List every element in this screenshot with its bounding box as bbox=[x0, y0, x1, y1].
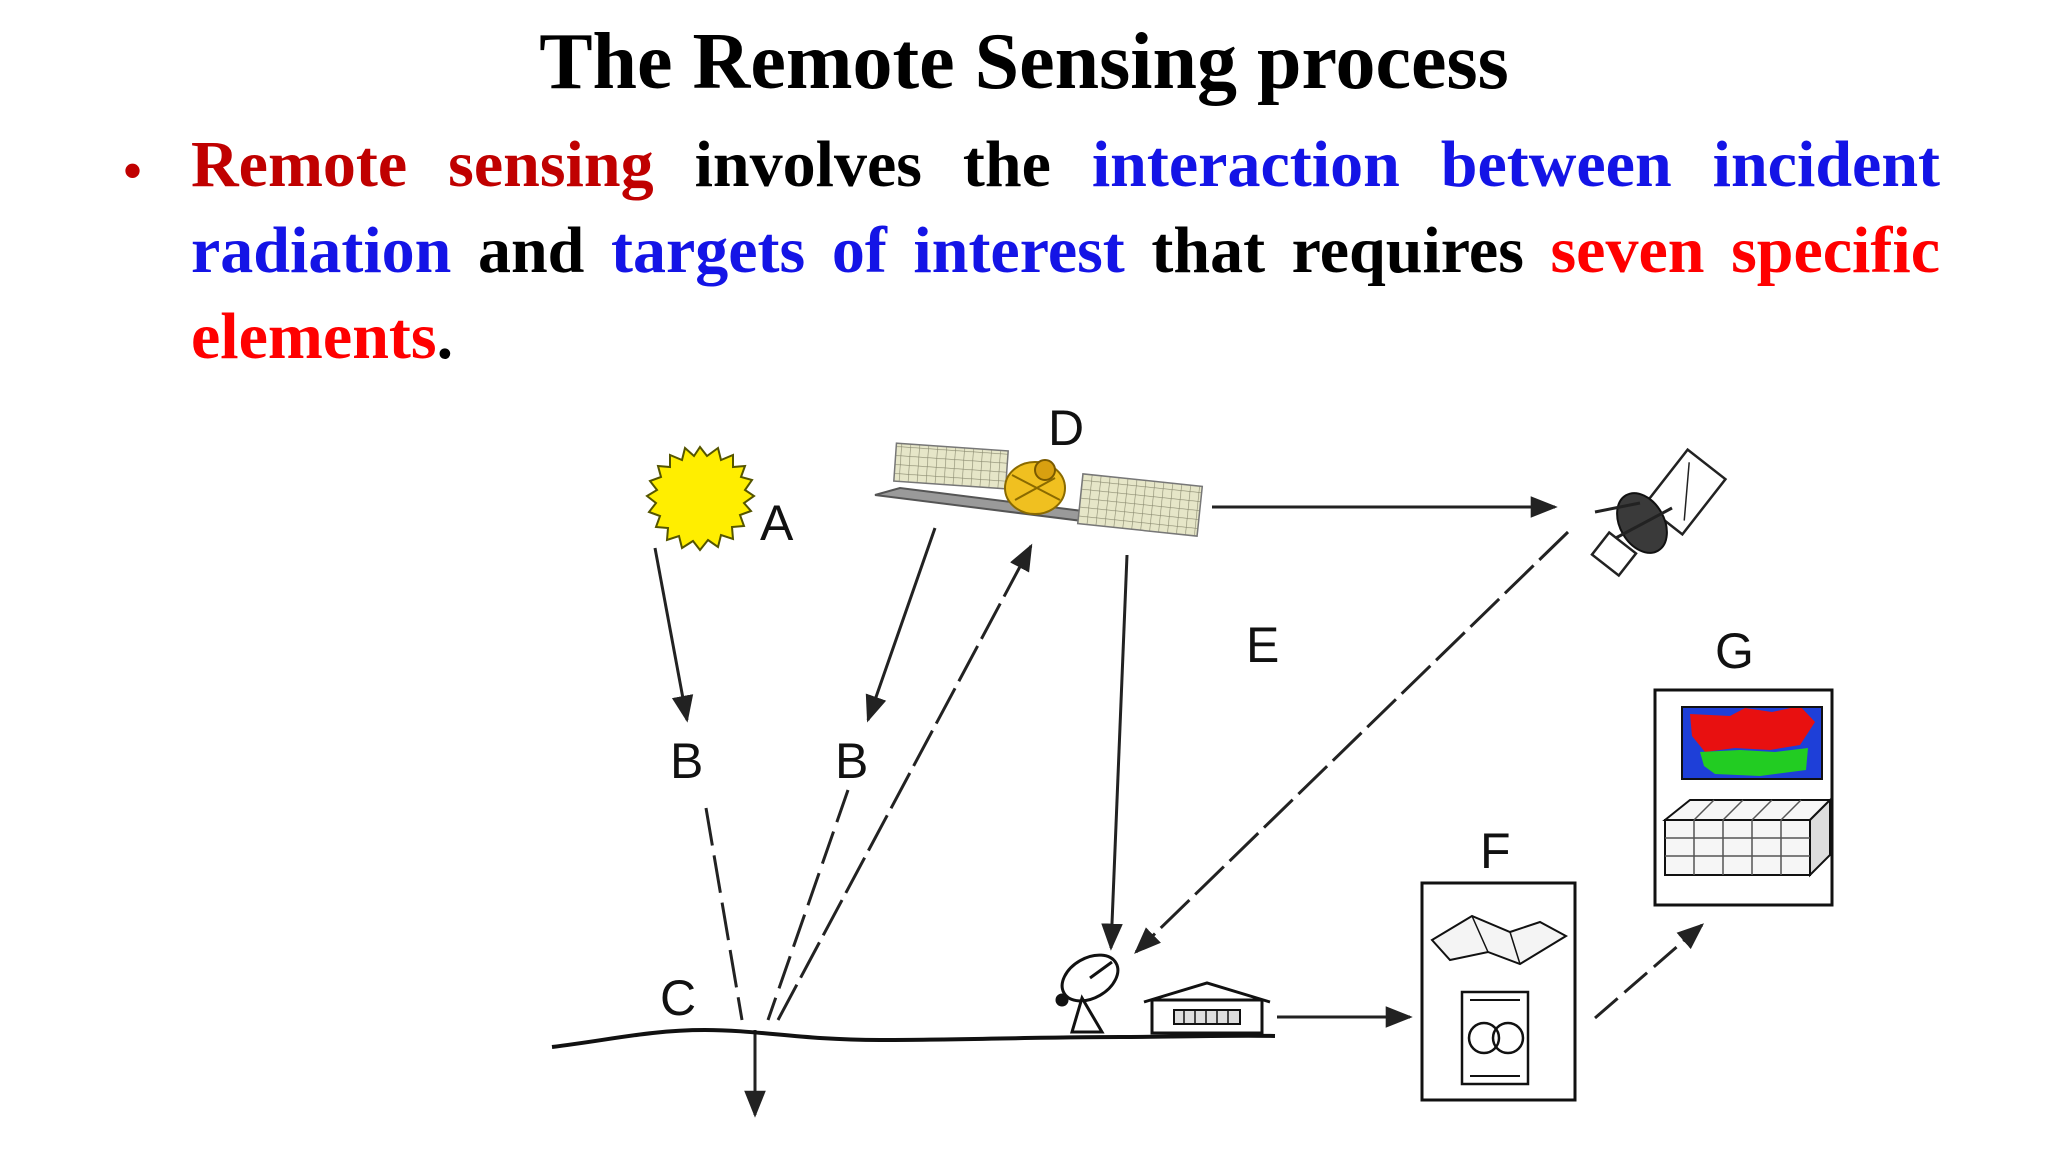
label-b-right: B bbox=[835, 733, 868, 789]
bullet-text: Remote sensing involves the interaction … bbox=[191, 122, 1940, 380]
radiation-path-arrows bbox=[653, 527, 1129, 1118]
label-a: A bbox=[760, 495, 794, 551]
label-e: E bbox=[1246, 617, 1279, 673]
bullet-segment-seven-elements: seven specific elements bbox=[191, 214, 1940, 373]
bullet-segment-involves: involves the bbox=[653, 128, 1092, 201]
transmission-arrows bbox=[1134, 496, 1705, 1028]
bullet-segment-period: . bbox=[436, 300, 454, 373]
processing-document-icon bbox=[1420, 881, 1577, 1102]
relay-satellite-icon bbox=[1590, 447, 1728, 578]
bullet-segment-remote-sensing: Remote sensing bbox=[191, 128, 654, 201]
satellite-dish-icon bbox=[1055, 953, 1120, 1034]
bullet-segment-targets: targets of interest bbox=[610, 214, 1125, 287]
target-ground-line bbox=[551, 1027, 1276, 1049]
bullet-segment-and: and bbox=[451, 214, 611, 287]
slide-title: The Remote Sensing process bbox=[539, 18, 1509, 106]
receiving-station-building-icon bbox=[1143, 981, 1271, 1035]
application-monitor-icon bbox=[1653, 688, 1834, 907]
label-c: C bbox=[660, 970, 696, 1026]
bullet-segment-interaction: interaction between incident radiation bbox=[191, 128, 1940, 287]
label-g: G bbox=[1715, 623, 1754, 679]
bullet-marker: • bbox=[122, 138, 144, 204]
label-d: D bbox=[1048, 400, 1084, 456]
satellite-sensor-icon bbox=[874, 442, 1204, 537]
sun-icon bbox=[645, 445, 756, 552]
label-f: F bbox=[1480, 823, 1511, 879]
label-b-left: B bbox=[670, 733, 703, 789]
bullet-segment-requires: that requires bbox=[1124, 214, 1551, 287]
